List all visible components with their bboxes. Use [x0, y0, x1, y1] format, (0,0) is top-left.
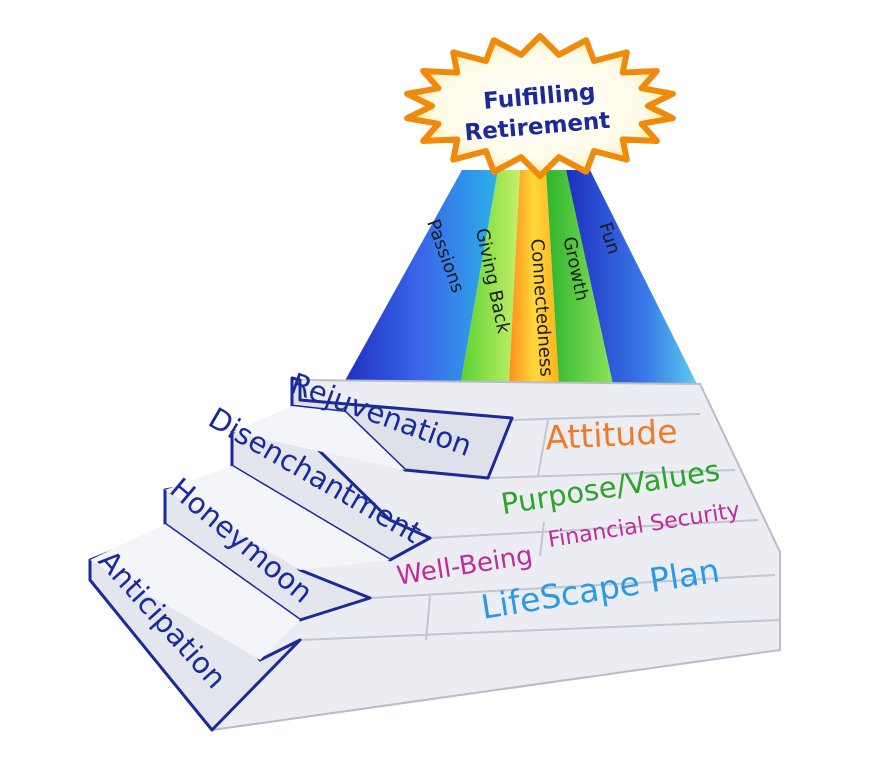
star-shape — [404, 33, 676, 179]
beam-fun — [566, 170, 700, 398]
stairs — [88, 376, 514, 732]
wall-label-attitude: Attitude — [544, 412, 678, 458]
beam-growth — [546, 170, 616, 402]
step-top-rejuvenation — [300, 380, 512, 418]
pyramid-wall — [210, 378, 781, 732]
sunburst-star: Fulfilling Retirement — [404, 33, 676, 179]
beam-passions — [342, 170, 498, 398]
beam-giving-back — [458, 170, 520, 402]
beam-connectedness — [508, 170, 560, 402]
light-beams — [342, 170, 700, 402]
